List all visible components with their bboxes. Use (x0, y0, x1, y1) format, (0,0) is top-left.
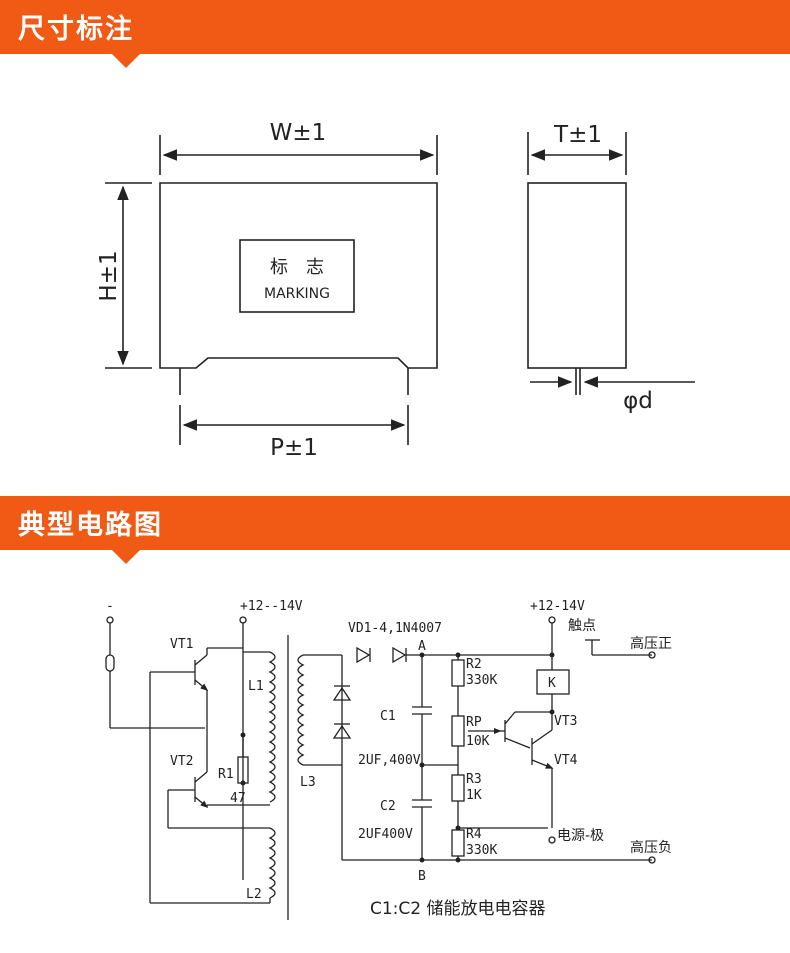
inductor-l3 (297, 654, 305, 766)
r3-value: 1K (466, 788, 482, 803)
banner-notch-icon (112, 550, 140, 564)
diodes-label: VD1-4,1N4007 (348, 621, 442, 636)
vt2-label: VT2 (170, 754, 193, 769)
c2-label: C2 (380, 799, 396, 814)
diode-vertical-1 (332, 686, 352, 701)
marking-label-en: MARKING (264, 286, 330, 302)
r4-value: 330K (466, 843, 497, 858)
c2-value: 2UF400V (358, 827, 413, 842)
capacitor-body-front (159, 182, 438, 369)
vt1-label: VT1 (170, 637, 193, 652)
node-b-label: B (418, 869, 426, 884)
section-banner-circuit: 典型电路图 (0, 496, 790, 550)
hv-negative-label: 高压负 (630, 839, 672, 856)
lead-diameter-label: φd (623, 388, 653, 414)
r3-resistor (451, 774, 465, 802)
r2-resistor (451, 659, 465, 687)
switch-icon (105, 654, 115, 672)
r2-label: R2 (466, 657, 482, 672)
width-label: W±1 (270, 120, 327, 146)
contact-label: 触点 (568, 618, 596, 634)
c1-value: 2UF,400V (358, 753, 421, 768)
marking-box (239, 239, 355, 313)
r3-label: R3 (466, 772, 482, 787)
relay-label: K (548, 676, 556, 691)
diode-horizontal-2 (392, 646, 407, 664)
hv-positive-label: 高压正 (630, 635, 672, 652)
section-title-circuit: 典型电路图 (18, 510, 163, 541)
rp-label: RP (466, 715, 482, 730)
r4-label: R4 (466, 827, 482, 842)
rp-value: 10K (466, 734, 490, 749)
diode-vertical-2 (332, 724, 352, 739)
relay-k (536, 669, 570, 695)
diode-horizontal-1 (356, 646, 371, 664)
circuit-caption: C1:C2 储能放电电容器 (370, 899, 546, 919)
dimension-drawing: W±1 H±1 P±1 T±1 φd 标 志 MARKING (96, 120, 695, 461)
c1-label: C1 (380, 709, 396, 724)
section-title-dimensions: 尺寸标注 (18, 14, 134, 45)
capacitor-body-side (527, 182, 627, 369)
supply-negative-label: 电源-极 (557, 828, 604, 844)
rp-potentiometer (451, 715, 465, 747)
l2-label: L2 (246, 887, 262, 902)
supply-left-label: +12--14V (240, 599, 303, 614)
thickness-label: T±1 (553, 122, 602, 148)
minus-label: - (106, 599, 114, 614)
supply-right-label: +12-14V (530, 599, 585, 614)
section-banner-dimensions: 尺寸标注 (0, 0, 790, 54)
r4-resistor (451, 829, 465, 857)
vt3-label: VT3 (554, 714, 577, 729)
l1-label: L1 (248, 679, 264, 694)
banner-notch-icon (112, 54, 140, 68)
r1-label: R1 (218, 767, 234, 782)
l3-label: L3 (300, 775, 316, 790)
inductor-l2 (268, 827, 276, 899)
marking-label-cn: 标 志 (270, 257, 324, 278)
vt4-label: VT4 (554, 753, 578, 768)
height-label: H±1 (96, 250, 122, 301)
r2-value: 330K (466, 673, 497, 688)
inductor-l1 (268, 651, 276, 803)
node-a-label: A (418, 639, 426, 654)
circuit-diagram: - +12--14V VT1 VT2 L1 R1 47 L2 L3 VD1-4,… (105, 599, 672, 920)
r1-value: 47 (230, 791, 246, 806)
pitch-label: P±1 (270, 435, 318, 461)
